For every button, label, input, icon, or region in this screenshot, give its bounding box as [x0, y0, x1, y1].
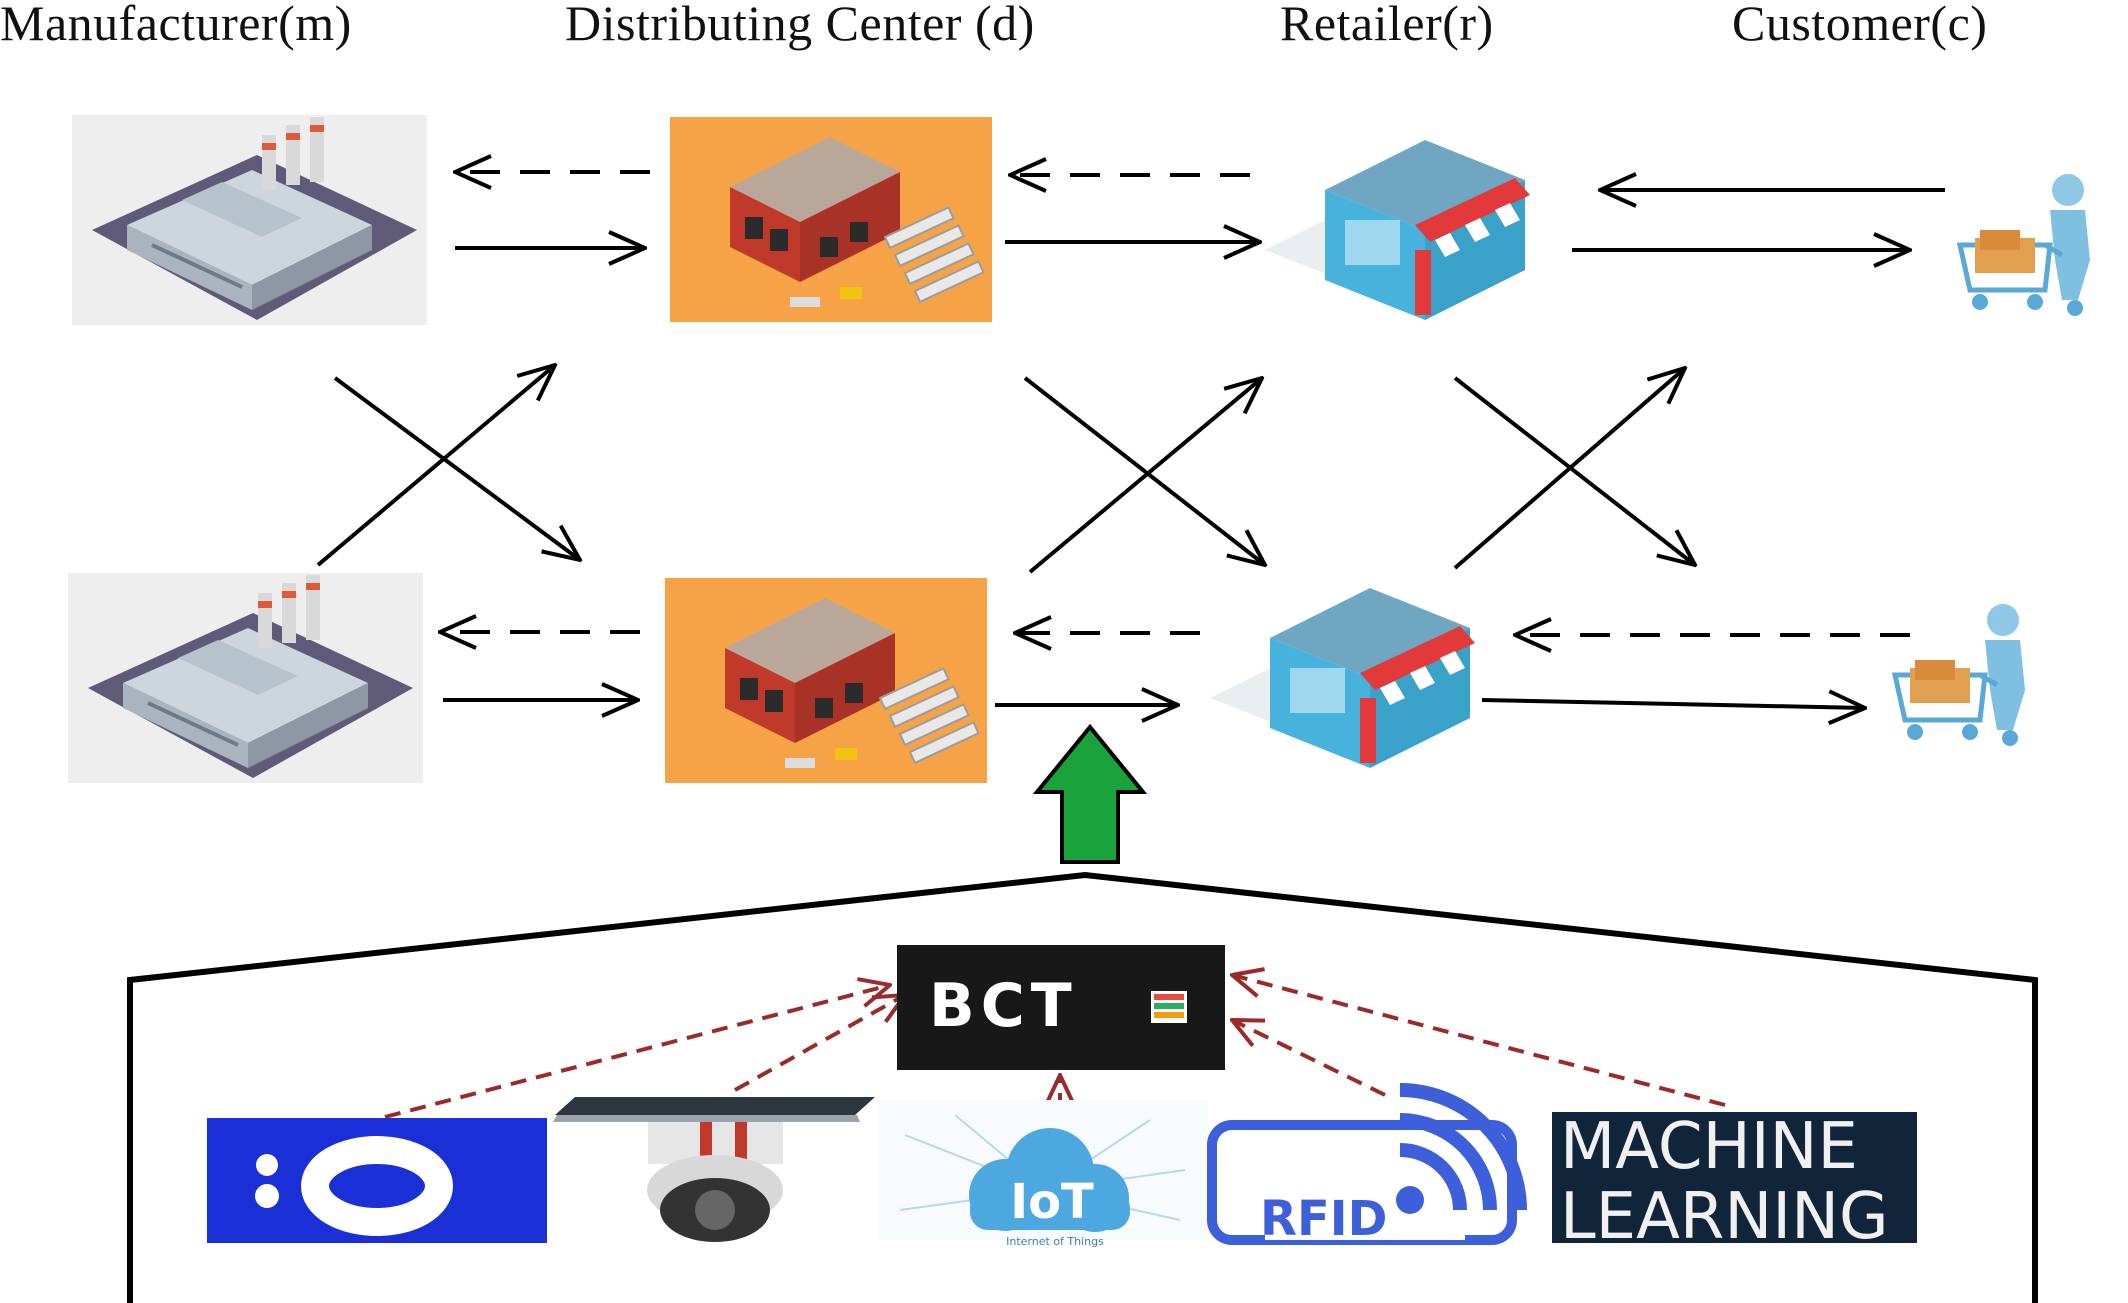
iot-label: IoT [1010, 1174, 1094, 1230]
io-logo-icon [255, 1136, 453, 1236]
header-distributing-center: Distributing Center (d) [565, 0, 1035, 51]
io-logo-tile [207, 1118, 547, 1243]
arrow-r2-to-c1 [1453, 368, 1685, 570]
customer-icon-bottom [1895, 604, 2025, 746]
iot-caption: Internet of Things [1006, 1235, 1104, 1248]
technology-upload-arrow [1032, 723, 1148, 864]
factory-icon-top [70, 113, 429, 327]
arrow-r2-to-c2 [1481, 700, 1865, 708]
machine-learning-tile: MACHINE LEARNING [1552, 1110, 1917, 1252]
ml-line-1: MACHINE [1560, 1110, 1858, 1184]
arrow-m1-to-d2 [333, 376, 580, 560]
arrow-ml-to-bct [1232, 975, 1726, 1107]
arrow-m2-to-d1 [316, 365, 555, 567]
arrow-d1-to-r2 [1023, 376, 1265, 565]
retail-store-icon-bottom [1210, 588, 1475, 768]
rfid-icon [1207, 1083, 1527, 1245]
factory-icon-bottom [66, 571, 425, 785]
retail-store-icon-top [1265, 140, 1530, 320]
bct-label: BCT [929, 971, 1078, 1041]
rfid-label: RFID [1260, 1191, 1387, 1247]
arrow-camera-to-bct [734, 995, 905, 1092]
ml-line-2: LEARNING [1560, 1180, 1889, 1254]
solar-camera-icon [553, 1097, 875, 1242]
warehouse-icon-bottom [664, 577, 988, 784]
warehouse-icon-top [669, 116, 993, 323]
iot-cloud-icon [878, 1100, 1208, 1240]
arrow-rfid-to-bct [1232, 1020, 1386, 1097]
technology-enclosure [127, 871, 2038, 1303]
bct-logo-icon [1151, 991, 1187, 1023]
header-customer: Customer(c) [1732, 0, 1988, 51]
header-manufacturer: Manufacturer(m) [0, 0, 352, 51]
arrow-io-to-bct [384, 985, 890, 1119]
header-retailer: Retailer(r) [1280, 0, 1494, 51]
arrow-r1-to-c2 [1453, 376, 1695, 565]
bct-hub: BCT [897, 945, 1225, 1070]
arrow-d2-to-r1 [1028, 378, 1262, 574]
customer-icon-top [1960, 174, 2090, 316]
